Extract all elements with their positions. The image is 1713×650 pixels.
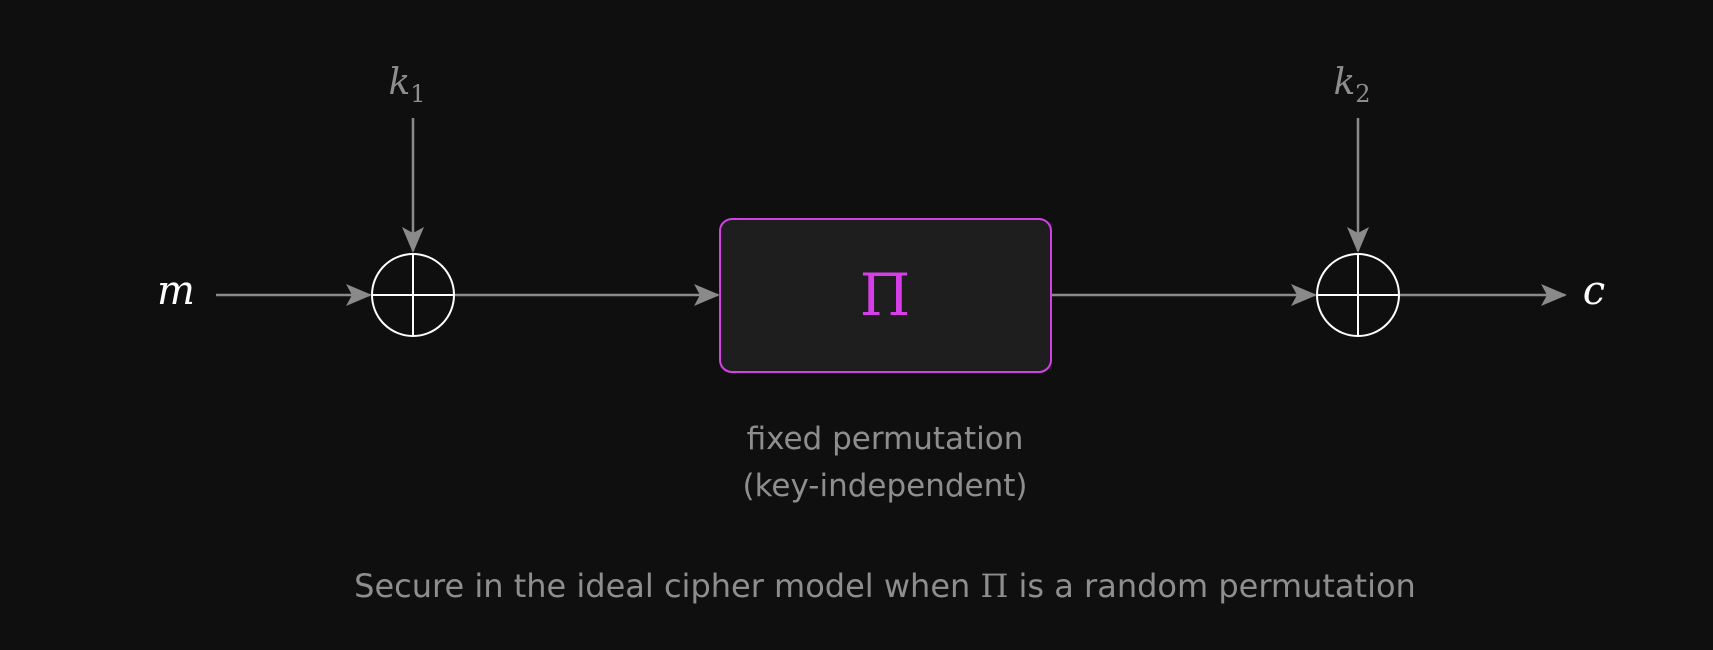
key2-base: k [1333,62,1355,103]
xor-key1-node [371,253,455,337]
key2-subscript: 2 [1355,80,1370,108]
permutation-box [719,218,1052,373]
arrowhead-perm-to-xor2 [1291,284,1317,306]
security-note-symbol: Π [980,567,1008,605]
message-label: m [157,268,195,314]
arrowhead-xor2-to-c [1541,284,1567,306]
ciphertext-label: c [1583,268,1605,314]
key1-subscript: 1 [410,80,425,108]
key2-label: k2 [1333,62,1370,108]
key1-label: k1 [388,62,425,108]
permutation-symbol: Π [860,261,911,329]
arrowhead-k1-to-xor1 [402,227,424,253]
arrowhead-xor1-to-perm [694,284,720,306]
permutation-caption-line2: (key-independent) [742,468,1027,504]
security-note-suffix: is a random permutation [1008,567,1415,605]
arrowhead-m-to-xor1 [346,284,372,306]
xor-key2-node [1316,253,1400,337]
arrowhead-k2-to-xor2 [1347,227,1369,253]
security-note-prefix: Secure in the ideal cipher model when [354,567,980,605]
permutation-caption-line1: fixed permutation [747,421,1024,457]
security-note: Secure in the ideal cipher model when Π … [354,567,1416,605]
key1-base: k [388,62,410,103]
